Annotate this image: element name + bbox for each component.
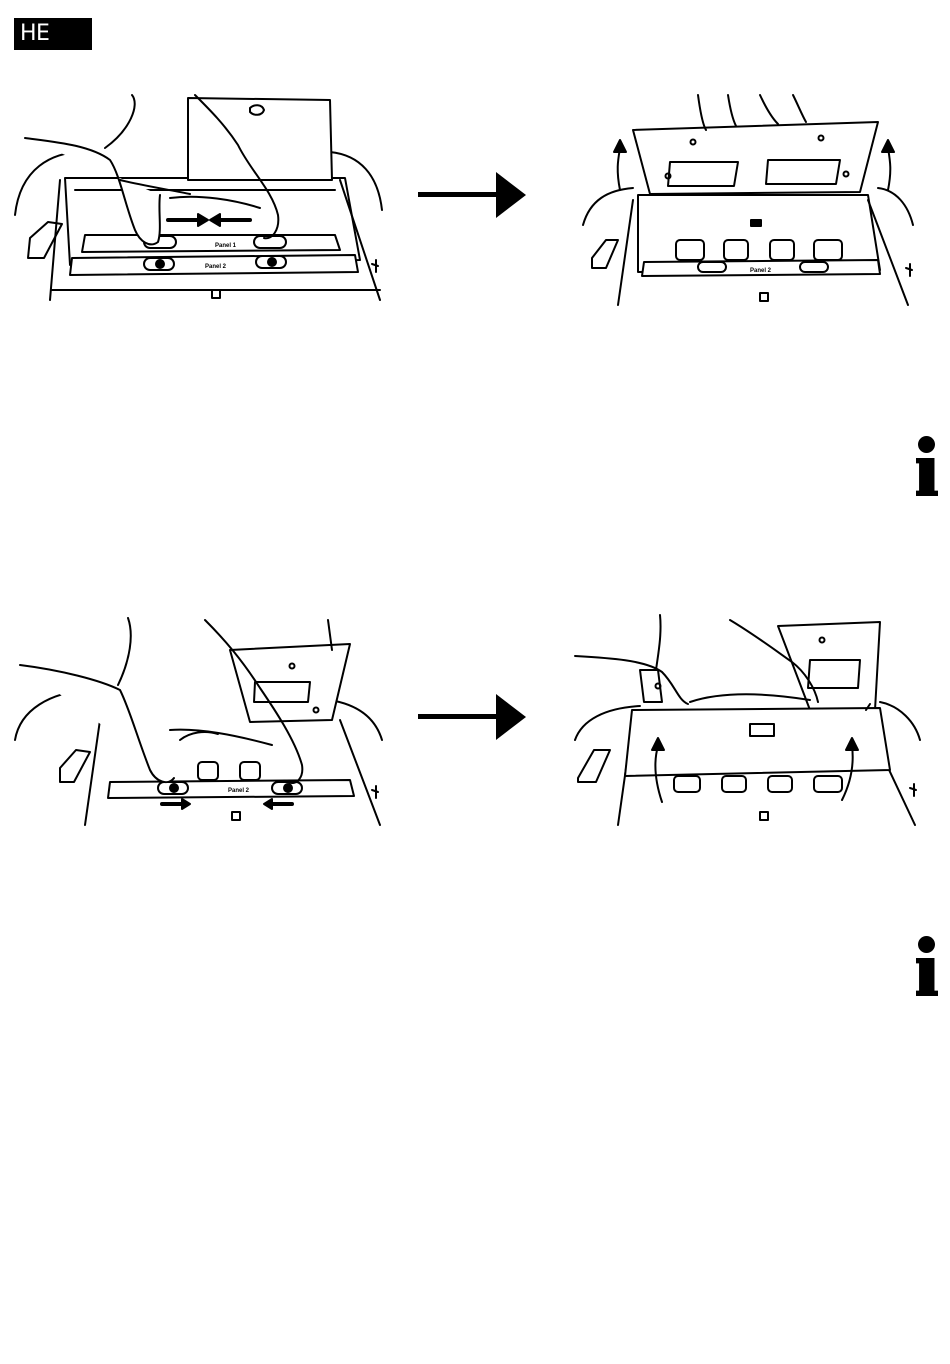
- right-arrow-icon: [418, 694, 526, 740]
- info-icon: [916, 936, 938, 996]
- illustration-panel-1-lifted: Panel 2: [578, 90, 923, 310]
- illustration-panel-2-lifted: [570, 610, 925, 830]
- panel-2-label: Panel 2: [205, 264, 227, 270]
- language-badge: HE: [14, 18, 92, 50]
- panel-2-label: Panel 2: [228, 788, 250, 794]
- illustration-open-panel-1-sliders: Panel 1 Panel 2: [10, 90, 390, 310]
- right-arrow-icon: [418, 172, 526, 218]
- illustration-open-panel-2-sliders: Panel 2: [10, 610, 390, 830]
- panel-2-label: Panel 2: [750, 268, 772, 274]
- info-icon: [916, 436, 938, 496]
- panel-1-label: Panel 1: [215, 243, 237, 249]
